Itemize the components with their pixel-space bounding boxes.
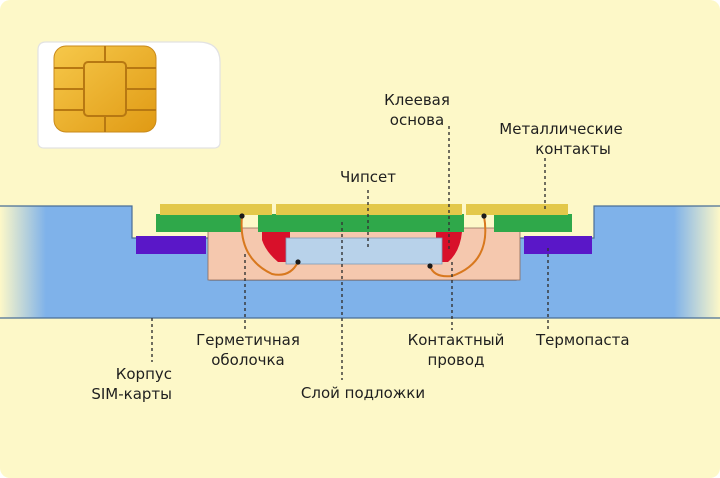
green-layer [156, 214, 572, 232]
label-thermal-paste: Термопаста [536, 331, 630, 349]
label-chipset: Чипсет [339, 168, 397, 186]
metal-contacts [160, 204, 568, 215]
label-substrate: Слой подложки [300, 384, 426, 402]
chipset [285, 237, 443, 265]
thermal-paste-left [136, 236, 206, 254]
thermal-paste-right [524, 236, 592, 254]
label-adhesive: Клеевая основа [384, 91, 450, 129]
label-contact-wire: Контактный провод [407, 331, 505, 369]
leader-lines [151, 126, 549, 380]
label-sim-body: Корпус SIM-карты [91, 365, 172, 403]
sim-card-body [0, 205, 720, 319]
sim-card-icon [37, 41, 221, 149]
label-metal-contacts: Металлические контакты [499, 120, 623, 158]
label-encapsulation: Герметичная оболочка [196, 331, 300, 369]
